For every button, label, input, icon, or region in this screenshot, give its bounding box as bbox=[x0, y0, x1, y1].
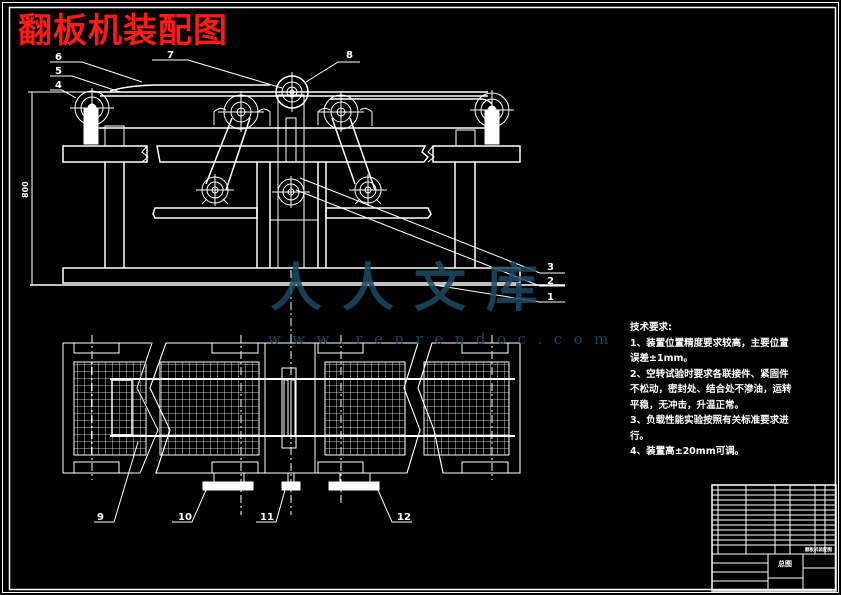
inner-border bbox=[8, 6, 837, 591]
lower-pivot-center bbox=[272, 176, 310, 208]
balloon-5: 5 bbox=[55, 66, 62, 77]
title-block-project-name: 翻板机装配图 bbox=[805, 546, 832, 553]
tech-req-item: 3、负载性能实验按照有关标准要求进行。 bbox=[630, 415, 789, 442]
bearing-block-10 bbox=[202, 481, 254, 491]
table-beam-middle bbox=[156, 145, 430, 163]
balloon-12: 12 bbox=[397, 512, 411, 523]
front-view bbox=[28, 59, 565, 340]
balloon-8: 8 bbox=[346, 50, 353, 61]
balloon-6: 6 bbox=[55, 52, 62, 63]
balloon-10: 10 bbox=[178, 512, 192, 523]
grating-panel bbox=[423, 361, 510, 456]
table-beam-right bbox=[432, 145, 521, 163]
technical-requirements: 技术要求: 1、装置位置精度要求较高，主要位置误差±1mm。 2、空转试验时要求… bbox=[630, 320, 795, 460]
dimension-text: 800 bbox=[21, 181, 30, 198]
balloon-7: 7 bbox=[167, 50, 174, 61]
tech-req-heading: 技术要求: bbox=[630, 322, 672, 333]
tech-req-item: 4、装置高±20mm可调。 bbox=[630, 446, 745, 457]
drive-wheel-8 bbox=[270, 72, 314, 112]
table-beam-left bbox=[62, 145, 148, 163]
tech-req-item: 2、空转试验时要求各联接件、紧固件不松动，密封处、结合处不渗油，运转平稳，无冲击… bbox=[630, 368, 792, 411]
title-block bbox=[711, 484, 837, 592]
grating-panel bbox=[324, 361, 406, 456]
lower-pivot-left bbox=[196, 174, 234, 206]
balloon-3: 3 bbox=[547, 262, 554, 273]
balloon-1: 1 bbox=[547, 292, 554, 303]
link-right bbox=[331, 117, 356, 185]
watermark-brand: 人人文库 bbox=[270, 258, 559, 319]
leader-lines bbox=[50, 59, 565, 303]
pivot-upper-left bbox=[218, 92, 264, 132]
plan-view bbox=[62, 335, 521, 523]
break-mark-right bbox=[427, 145, 435, 163]
lower-pivot-right bbox=[349, 174, 387, 206]
roller-right bbox=[470, 90, 514, 130]
hinge-bracket-left bbox=[83, 107, 99, 145]
roller-4 bbox=[70, 88, 114, 130]
grating-panel bbox=[159, 361, 260, 456]
balloon-4: 4 bbox=[55, 80, 62, 91]
balloon-11: 11 bbox=[260, 512, 274, 523]
bearing-block-12 bbox=[328, 481, 380, 491]
watermark-url: www.renrendoc.com bbox=[268, 330, 620, 348]
link-left bbox=[205, 117, 233, 185]
tech-req-item: 1、装置位置精度要求较高，主要位置误差±1mm。 bbox=[630, 337, 789, 365]
pivot-upper-right bbox=[318, 92, 364, 132]
title-block-drawing-name: 总图 bbox=[778, 559, 792, 568]
break-mark bbox=[141, 145, 149, 163]
drawing-title: 翻板机装配图 bbox=[18, 11, 228, 51]
balloon-2: 2 bbox=[547, 276, 554, 287]
central-post bbox=[277, 94, 305, 269]
grating-panel bbox=[73, 361, 147, 456]
balloon-9: 9 bbox=[97, 512, 104, 523]
